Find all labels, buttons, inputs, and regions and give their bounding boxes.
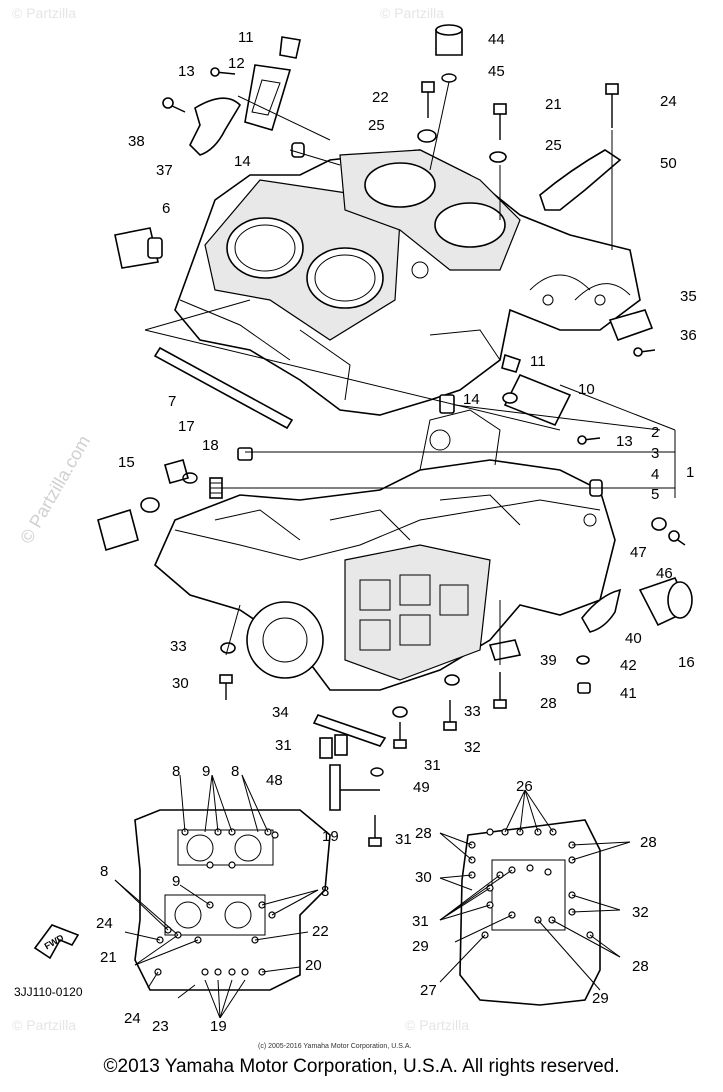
watermark-diagonal: © Partzilla.com (16, 432, 94, 547)
callout: 32 (632, 904, 649, 921)
callout: 21 (545, 96, 562, 113)
callout: 24 (124, 1010, 141, 1027)
watermark-top-mid: © Partzilla (380, 5, 444, 21)
callout: 31 (424, 757, 441, 774)
callout: 10 (578, 381, 595, 398)
fwd-arrow: FWD (33, 924, 80, 960)
watermark-bottom-mid: © Partzilla (405, 1017, 469, 1033)
bolt-pattern-inset-left (114, 774, 331, 1019)
callout: 42 (620, 657, 637, 674)
callout: 39 (540, 652, 557, 669)
callout: 35 (680, 288, 697, 305)
callout: 32 (464, 739, 481, 756)
callout: 19 (210, 1018, 227, 1035)
lower-crankcase (154, 409, 616, 691)
callout: 17 (178, 418, 195, 435)
callout: 34 (272, 704, 289, 721)
callout: 9 (172, 873, 180, 890)
callout: 16 (678, 654, 695, 671)
callout: 19 (322, 828, 339, 845)
callout: 26 (516, 778, 533, 795)
callout: 27 (420, 982, 437, 999)
callout: 8 (321, 883, 329, 900)
callout: 28 (640, 834, 657, 851)
callout: 11 (238, 29, 254, 46)
callout: 31 (275, 737, 292, 754)
callout: 47 (630, 544, 647, 561)
callout: 18 (202, 437, 219, 454)
callout: 2 (651, 424, 659, 441)
callout: 9 (202, 763, 210, 780)
callout: 36 (680, 327, 697, 344)
callout: 30 (415, 869, 432, 886)
callout: 11 (530, 353, 546, 370)
callout: 38 (128, 133, 145, 150)
callout: 6 (162, 200, 170, 217)
callout: 31 (412, 913, 429, 930)
callout: 28 (632, 958, 649, 975)
callout: 8 (100, 863, 108, 880)
shaft-7 (153, 346, 294, 430)
callout: 5 (651, 486, 659, 503)
callout: 4 (651, 466, 659, 483)
callout: 45 (488, 63, 505, 80)
callout: 1 (686, 464, 694, 481)
callout: 25 (545, 137, 562, 154)
upper-crankcase (174, 149, 641, 416)
callout: 24 (660, 93, 677, 110)
callout: 29 (592, 990, 609, 1007)
callout: 23 (152, 1018, 169, 1035)
part-reference-code: 3JJ110-0120 (14, 985, 83, 999)
callout: 48 (266, 772, 283, 789)
callout: 41 (620, 685, 637, 702)
callout: 40 (625, 630, 642, 647)
copyright-footer: ©2013 Yamaha Motor Corporation, U.S.A. A… (103, 1056, 620, 1077)
callout: 14 (463, 391, 480, 408)
callout: 8 (172, 763, 180, 780)
callout: 50 (660, 155, 677, 172)
callout: 33 (170, 638, 187, 655)
callout: 44 (488, 31, 505, 48)
callout-numbers: 11 12 13 38 37 14 6 44 45 22 25 21 25 24… (96, 29, 697, 1035)
callout: 14 (234, 153, 251, 170)
callout: 3 (651, 445, 659, 462)
callout: 8 (231, 763, 239, 780)
watermark-top-left: © Partzilla (12, 5, 76, 21)
leader-lines (144, 95, 676, 665)
callout: 21 (100, 949, 117, 966)
callout: 22 (312, 923, 329, 940)
callout: 12 (228, 55, 245, 72)
callout: 29 (412, 938, 429, 955)
callout: 22 (372, 89, 389, 106)
bracket-37 (189, 97, 242, 156)
callout: 20 (305, 957, 322, 974)
callout: 30 (172, 675, 189, 692)
callout: 37 (156, 162, 173, 179)
callout: 28 (540, 695, 557, 712)
bracket-50 (539, 149, 622, 211)
callout: 25 (368, 117, 385, 134)
callout: 15 (118, 454, 135, 471)
breather-cap (279, 36, 301, 59)
small-copyright: (c) 2005-2016 Yamaha Motor Corporation, … (258, 1043, 411, 1050)
callout: 49 (413, 779, 430, 796)
callout: 33 (464, 703, 481, 720)
plug-6 (114, 227, 159, 269)
watermark-bottom-left: © Partzilla (12, 1017, 76, 1033)
callout: 28 (415, 825, 432, 842)
callout: 31 (395, 831, 412, 848)
callout: 13 (178, 63, 195, 80)
bolt-pattern-inset-right (439, 789, 631, 1006)
callout: 13 (616, 433, 633, 450)
breather-cover (244, 64, 292, 131)
callout: 24 (96, 915, 113, 932)
callout: 7 (168, 393, 176, 410)
callout: 46 (656, 565, 673, 582)
